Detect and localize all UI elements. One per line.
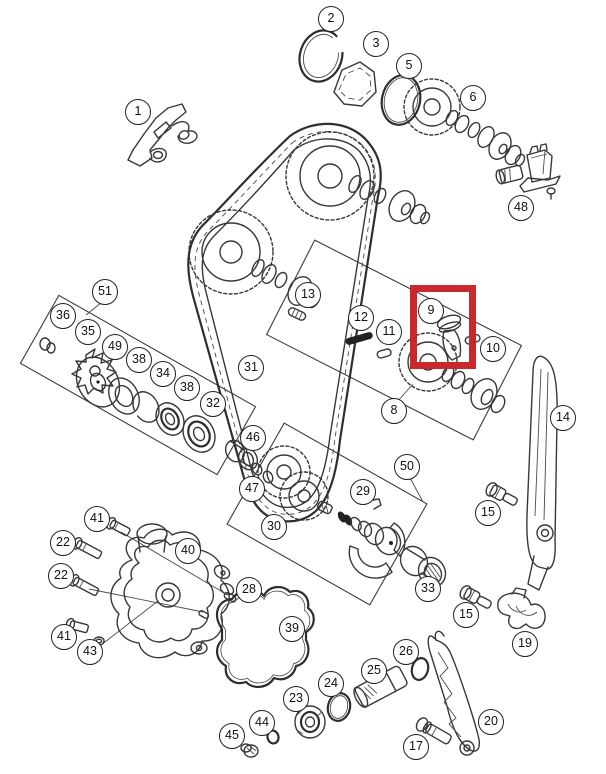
screw-13 — [287, 307, 307, 321]
callout-41-35[interactable]: 41 — [51, 624, 77, 650]
callout-22-33[interactable]: 22 — [50, 530, 76, 556]
callout-23-39[interactable]: 23 — [283, 686, 309, 712]
callout-50-29[interactable]: 50 — [394, 454, 420, 480]
callout-51-13[interactable]: 51 — [92, 279, 118, 305]
tensioner-arm-20 — [427, 630, 480, 756]
callout-13-6[interactable]: 13 — [295, 282, 321, 308]
callout-44-43[interactable]: 44 — [249, 710, 275, 736]
callout-15-22[interactable]: 15 — [475, 500, 501, 526]
callout-29-28[interactable]: 29 — [350, 479, 376, 505]
bolt-15-upper — [485, 482, 518, 506]
plug-45 — [240, 743, 259, 758]
callout-2-1[interactable]: 2 — [318, 6, 344, 32]
callout-3-2[interactable]: 3 — [363, 31, 389, 57]
callout-45-44[interactable]: 45 — [219, 723, 245, 749]
seal-23 — [294, 705, 326, 739]
callout-48-5[interactable]: 48 — [508, 195, 534, 221]
bolt-15-lower — [459, 585, 492, 609]
bolt-17 — [415, 717, 452, 745]
callout-12-7[interactable]: 12 — [348, 305, 374, 331]
callout-49-16[interactable]: 49 — [102, 334, 128, 360]
callout-34-18[interactable]: 34 — [150, 361, 176, 387]
oring-26 — [410, 657, 430, 681]
callout-39-38[interactable]: 39 — [279, 616, 305, 642]
callout-19-24[interactable]: 19 — [512, 631, 538, 657]
callout-43-36[interactable]: 43 — [77, 639, 103, 665]
callout-11-8[interactable]: 11 — [376, 319, 402, 345]
bracket-1 — [127, 103, 198, 167]
callout-38-17[interactable]: 38 — [126, 347, 152, 373]
camshaft-6 — [403, 78, 526, 167]
pin-11 — [376, 348, 392, 359]
callout-6-4[interactable]: 6 — [460, 85, 486, 111]
callout-40-37[interactable]: 40 — [175, 538, 201, 564]
callout-9-9[interactable]: 9 — [418, 298, 444, 324]
plate-3 — [333, 61, 377, 107]
highlight-box — [410, 285, 476, 369]
timing-fork-19 — [497, 587, 546, 630]
callout-26-42[interactable]: 26 — [393, 639, 419, 665]
oring-24 — [326, 692, 352, 722]
callout-25-41[interactable]: 25 — [361, 658, 387, 684]
callout-35-15[interactable]: 35 — [75, 319, 101, 345]
callout-1-0[interactable]: 1 — [125, 99, 151, 125]
balance-shaft-29 — [316, 498, 406, 579]
callout-38-19[interactable]: 38 — [174, 375, 200, 401]
callout-22-34[interactable]: 22 — [48, 563, 74, 589]
callout-36-14[interactable]: 36 — [50, 303, 76, 329]
crank-sprockets-30 — [257, 445, 329, 521]
callout-33-30[interactable]: 33 — [415, 576, 441, 602]
callout-20-46[interactable]: 20 — [478, 709, 504, 735]
exhaust-camshaft — [285, 131, 431, 225]
water-pump-shaft-group — [39, 337, 216, 453]
callout-46-25[interactable]: 46 — [240, 425, 266, 451]
callout-17-45[interactable]: 17 — [403, 734, 429, 760]
callout-24-40[interactable]: 24 — [318, 671, 344, 697]
callout-31-12[interactable]: 31 — [238, 355, 264, 381]
callout-5-3[interactable]: 5 — [396, 53, 422, 79]
decompressor-weight-9 — [436, 314, 462, 361]
callout-15-23[interactable]: 15 — [453, 602, 479, 628]
callout-8-11[interactable]: 8 — [381, 398, 407, 424]
speed-sensor-48 — [495, 143, 561, 200]
callout-47-26[interactable]: 47 — [239, 476, 265, 502]
callout-30-27[interactable]: 30 — [261, 514, 287, 540]
callout-41-32[interactable]: 41 — [84, 506, 110, 532]
intake-camshaft — [188, 209, 321, 309]
callout-32-20[interactable]: 32 — [200, 391, 226, 417]
callout-10-10[interactable]: 10 — [480, 336, 506, 362]
callout-28-31[interactable]: 28 — [236, 577, 262, 603]
chain-guide-14 — [526, 355, 558, 591]
pin-12 — [345, 332, 373, 345]
callout-14-21[interactable]: 14 — [550, 405, 576, 431]
